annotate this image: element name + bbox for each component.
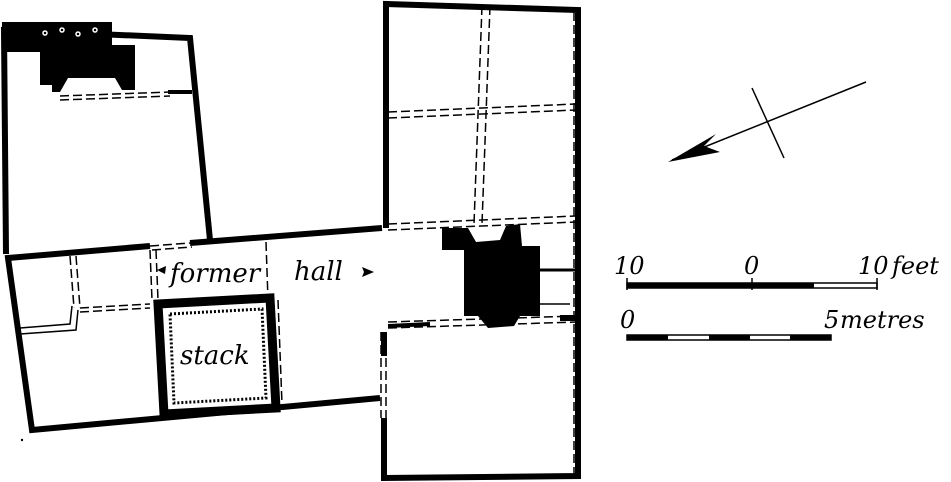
left-partition-double-b [19, 309, 79, 335]
upper-left-wing [0, 22, 213, 255]
former-hall-dash-h-a [79, 303, 151, 309]
former-hall-dash-h-b [79, 307, 151, 313]
h-beam-3b [387, 321, 577, 329]
partition-dash-left-a [69, 255, 75, 309]
speck-mark [20, 438, 24, 442]
scale-feet-mid: 0 [744, 252, 759, 280]
partition-dash-left-b [75, 255, 81, 309]
lower-left-top-wall-right [189, 225, 383, 246]
partition-dash-far-right [277, 299, 283, 405]
scale-metres-left: 0 [620, 306, 635, 334]
h-beam-1b [387, 109, 577, 119]
stack-outer-wall [153, 293, 281, 419]
former-door-dash-a [149, 242, 191, 247]
hall-arrow-icon [362, 267, 374, 277]
scale-metres-unit: metres [840, 306, 925, 334]
v-beam-a [473, 5, 483, 225]
former-door-dash-b [151, 246, 193, 251]
stack-inner-hatch [168, 307, 268, 405]
lower-left-wing [4, 225, 383, 442]
h-beam-2a [387, 215, 577, 225]
h-beam-1a [387, 103, 577, 113]
central-stack-solid [442, 224, 540, 328]
h-beam-2b [387, 221, 577, 231]
scale-bar-metres [626, 334, 832, 341]
former-arrow-icon [157, 266, 166, 274]
scale-feet-unit: feet [890, 252, 939, 280]
north-arrow-icon [668, 81, 867, 162]
partition-dash-mid-a [149, 249, 153, 301]
partition-dash-mid-b [155, 249, 159, 301]
scale-bar-feet [626, 278, 878, 290]
upper-left-dashed-beam-b [59, 95, 171, 101]
scale-metres-right: 5 [824, 306, 839, 334]
v-beam-b [481, 5, 491, 225]
right-block [380, 0, 581, 482]
partition-dash-right [265, 241, 269, 301]
scale-feet-right: 10 [858, 252, 889, 280]
right-block-walls [381, 0, 581, 482]
upper-left-dashed-beam-a [59, 91, 171, 97]
chimney-texture [42, 27, 98, 37]
h-wall-stub-left [387, 322, 431, 328]
scale-feet-left: 10 [614, 252, 645, 280]
label-former: former [168, 259, 262, 289]
left-partition-double [19, 305, 73, 329]
label-stack: stack [180, 341, 250, 371]
label-hall: hall [294, 257, 343, 287]
fireplace-top [40, 45, 135, 92]
